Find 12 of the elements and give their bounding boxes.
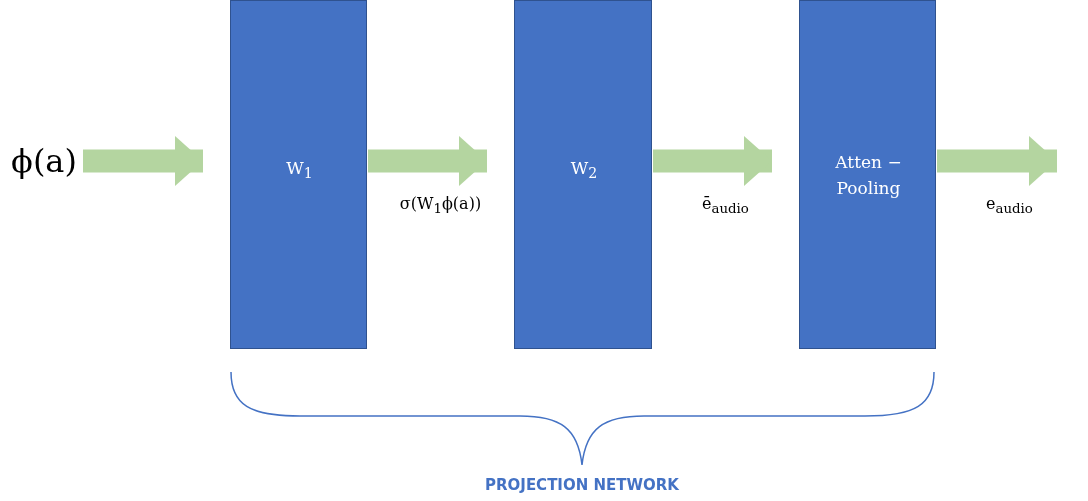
- block-arrow: [368, 136, 487, 186]
- input-label: ϕ(a): [11, 141, 77, 182]
- process-box: [799, 0, 936, 349]
- block-arrow: [83, 136, 203, 186]
- process-box: [514, 0, 652, 349]
- group-label: PROJECTION NETWORK: [485, 476, 679, 494]
- box-label: W$_{2}$: [569, 157, 599, 184]
- block-arrow: [937, 136, 1057, 186]
- box-label: W$_{1}$: [285, 157, 314, 184]
- process-box: [230, 0, 367, 349]
- box-label: Atten − Pooling: [834, 151, 903, 200]
- block-arrow: [653, 136, 772, 186]
